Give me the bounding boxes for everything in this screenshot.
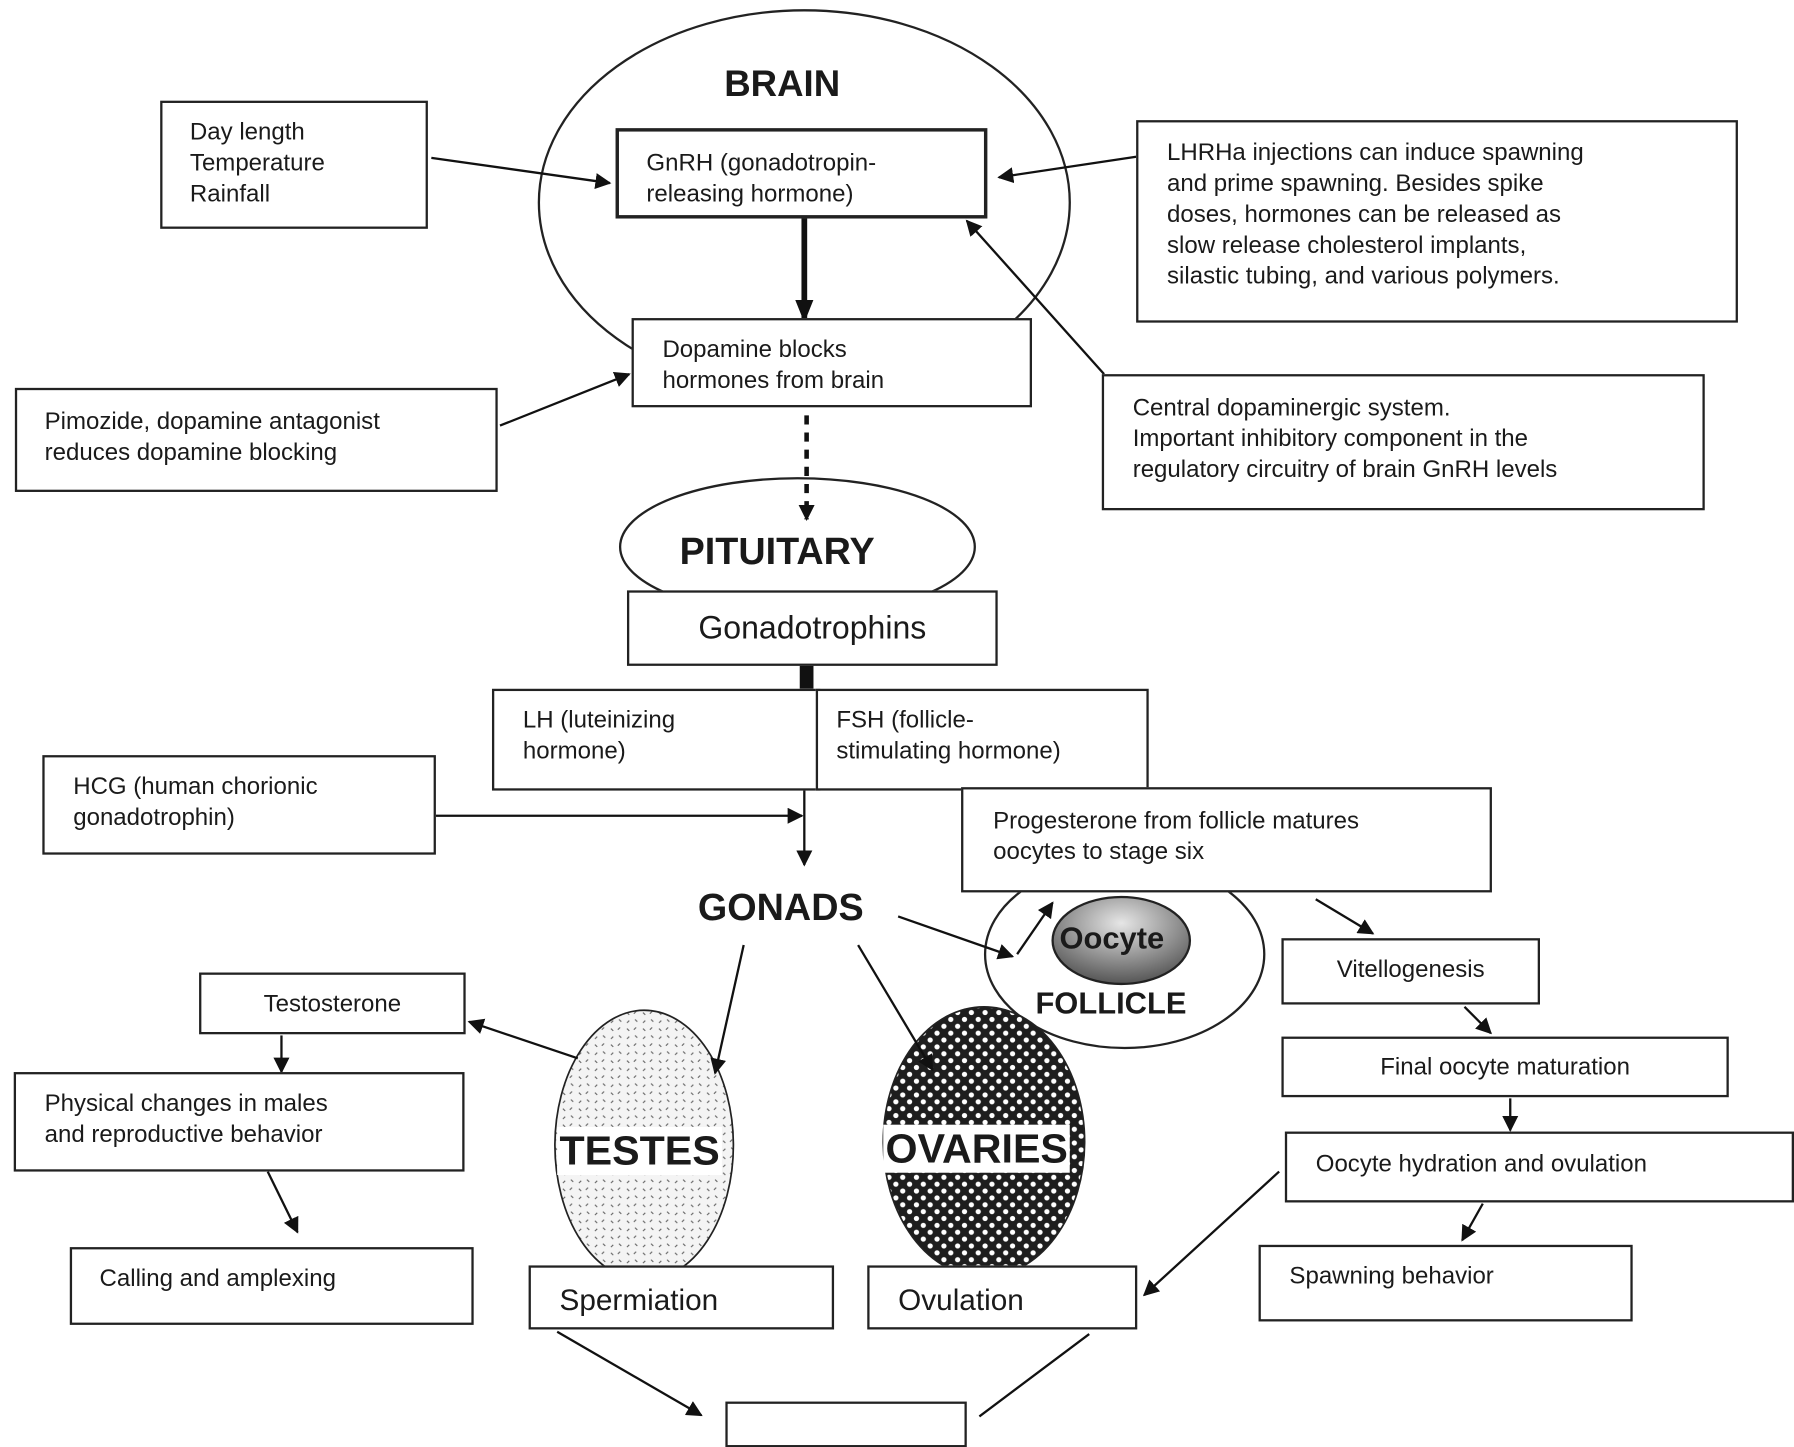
calling-amplexing-box: Calling and amplexing [69,1247,474,1325]
gnrh-box: GnRH (gonadotropin- releasing hormone) [615,128,988,219]
lhrha-box: LHRHa injections can induce spawning and… [1136,120,1738,323]
final-maturation-box: Final oocyte maturation [1281,1036,1729,1098]
ovaries-label: OVARIES [883,1124,1071,1173]
lh-box: LH (luteinizing hormone) [491,688,821,791]
oocyte-label: Oocyte [1059,921,1165,956]
hydration-ovulation-box: Oocyte hydration and ovulation [1284,1131,1794,1203]
progesterone-box: Progesterone from follicle matures oocyt… [961,787,1492,893]
central-dopaminergic-box: Central dopaminergic system. Important i… [1101,374,1705,511]
gonadotrophins-box: Gonadotrophins [626,590,998,666]
oocyte-shape [1051,895,1192,986]
diagram-canvas: BRAIN PITUITARY GONADS TESTES OVARIES FO… [13,9,1794,1447]
vitellogenesis-box: Vitellogenesis [1281,938,1540,1005]
follicle-label: FOLLICLE [1035,986,1187,1021]
dopamine-box: Dopamine blocks hormones from brain [631,318,1033,408]
ovulation-box: Ovulation [867,1265,1138,1330]
testes-label: TESTES [557,1126,722,1176]
spawning-behavior-box: Spawning behavior [1258,1244,1633,1322]
hcg-box: HCG (human chorionic gonadotrophin) [42,755,436,855]
testosterone-box: Testosterone [199,972,466,1035]
brain-label: BRAIN [724,62,841,105]
fsh-box: FSH (follicle- stimulating hormone) [815,688,1149,791]
bottom-outcome-box [725,1401,967,1447]
environmental-cues-box: Day length Temperature Rainfall [160,100,428,229]
pituitary-label: PITUITARY [679,529,875,573]
gonads-label: GONADS [697,885,864,928]
physical-changes-box: Physical changes in males and reproducti… [13,1072,465,1172]
pimozide-box: Pimozide, dopamine antagonist reduces do… [14,387,498,492]
spermiation-box: Spermiation [528,1265,835,1330]
